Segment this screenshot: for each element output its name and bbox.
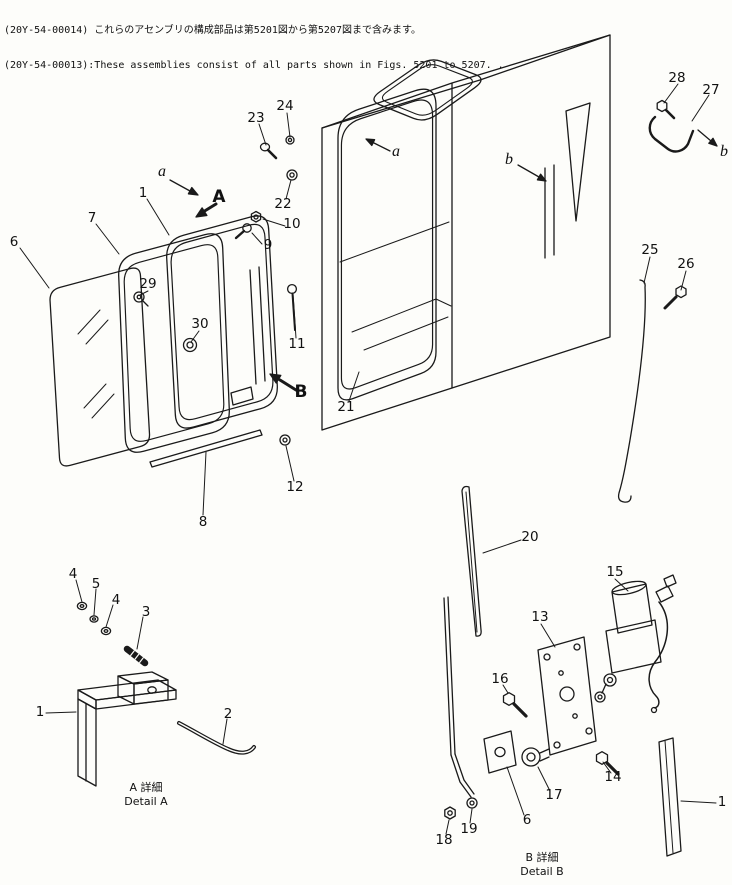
mounting-plate-13 [537, 636, 597, 756]
bolt-9 [234, 223, 252, 240]
bushing-19 [466, 797, 478, 809]
arrow-a-cab [365, 138, 391, 152]
washer-detail-a-5 [89, 615, 99, 623]
rod-detail-a-2 [177, 721, 256, 755]
support-strip-1 [658, 737, 682, 857]
detail-b-caption-en: Detail B [520, 865, 564, 879]
arrow-b-cab [517, 164, 547, 182]
wiper-blade-20 [461, 485, 482, 637]
cab-interior-lines [339, 221, 452, 351]
arrow-detail-a [195, 202, 218, 218]
washer-12 [279, 434, 291, 446]
washer-22 [286, 169, 298, 181]
bracket-detail-a-1 [77, 671, 177, 787]
detail-a-caption-jp: A 詳細 [129, 781, 163, 794]
wiper-motor-15 [594, 574, 677, 714]
cab-right-face-details [544, 102, 591, 259]
detail-b-caption-jp: B 詳細 [525, 851, 559, 864]
grommet-30 [182, 337, 198, 353]
latch-plate [230, 386, 254, 406]
leader-lines [19, 83, 717, 835]
detail-a-caption-en: Detail A [124, 795, 168, 809]
front-window-opening [337, 88, 437, 401]
wiper-arm [443, 596, 475, 798]
bolt-26 [663, 285, 687, 310]
washer-detail-a-4a [76, 601, 88, 611]
bolt-28 [656, 99, 676, 120]
detail-b-caption: B 詳細 Detail B [497, 851, 587, 880]
glass-run-channel [249, 266, 266, 385]
bolt-16 [502, 692, 528, 718]
washer-detail-a-4b [100, 626, 112, 636]
nut-18 [444, 806, 456, 820]
window-frame-outer-7 [118, 233, 230, 453]
lower-rail-strip-8 [149, 429, 263, 468]
spacer-pad-6 [483, 730, 517, 774]
figure-header: (20Y-54-00014) これらのアセンブリの構成部品は第5201図から第5… [4, 2, 504, 94]
bolt-14 [595, 751, 620, 776]
pivot-shaft-17 [521, 747, 550, 767]
callout-arrows [169, 129, 718, 392]
stay-rod-25 [617, 279, 646, 503]
arrow-detail-b [269, 373, 298, 392]
glass-panel-6 [49, 267, 151, 467]
detail-a-caption: A 詳細 Detail A [101, 781, 191, 810]
cab-body [321, 34, 611, 431]
screw-29 [133, 291, 149, 307]
arrow-a-left [169, 179, 199, 196]
bolt-23 [259, 142, 278, 160]
hook-bracket-27 [648, 115, 695, 153]
window-frame-inner-assembly [166, 215, 278, 429]
roof-hatch-opening [373, 59, 482, 121]
header-line-1: (20Y-54-00014) これらのアセンブリの構成部品は第5201図から第5… [4, 25, 421, 36]
nut-10 [250, 210, 262, 223]
screw-detail-a-3 [123, 645, 149, 667]
arrow-b-right [697, 129, 718, 147]
